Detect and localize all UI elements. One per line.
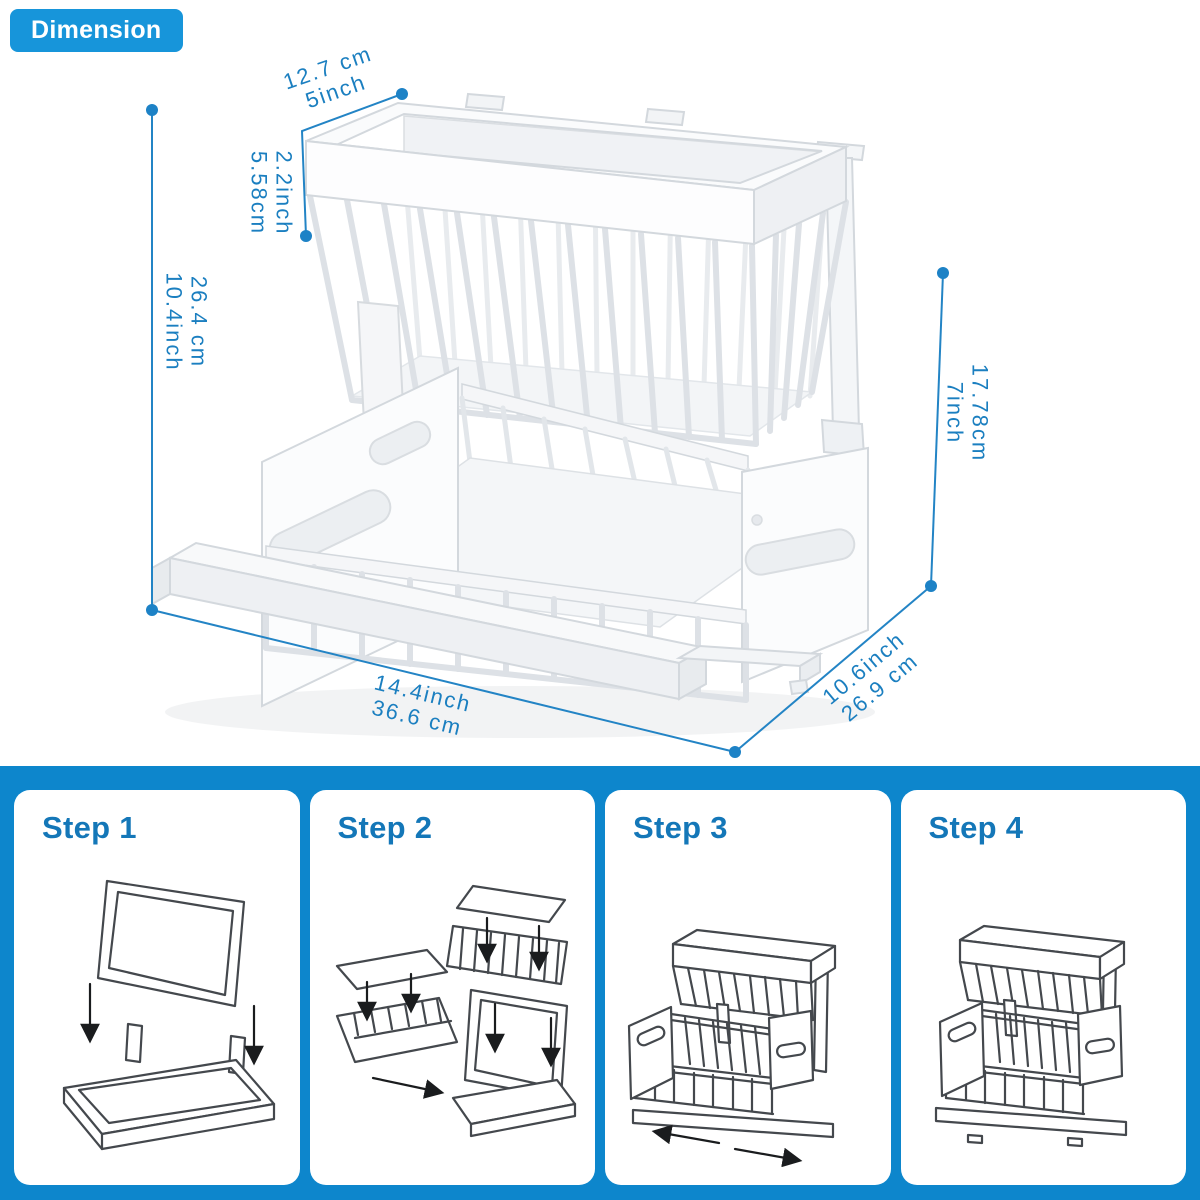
top-basket [305,101,850,447]
step-panel-3: Step 3 [605,790,891,1185]
step-title: Step 2 [337,810,433,845]
step-2-illustration [336,884,577,1137]
down-arrow-icon [357,916,562,1067]
assembly-steps-section: Step 1 S [0,766,1200,1200]
step-title: Step 3 [633,810,728,845]
step-panel-4: Step 4 [900,790,1186,1185]
step-panel-2: Step 2 [309,790,595,1185]
dim-label-right-height: 17.78cm 7inch [943,363,993,463]
dimension-badge: Dimension [10,9,183,52]
slide-arrow-icon [372,1076,445,1099]
dim-label-basket-height: 2.2inch 5.58cm [247,150,297,236]
step-title: Step 4 [928,810,1024,845]
dimension-diagram-section: Dimension [10,9,993,758]
down-arrow-icon [79,982,264,1065]
dim-label-total-height: 26.4 cm 10.4inch [162,272,212,372]
product-illustration [151,92,875,738]
step-4-illustration [935,924,1128,1147]
step-title: Step 1 [42,810,137,845]
step-panel-1: Step 1 [14,790,300,1185]
step-1-illustration [62,879,275,1150]
slide-arrow-icon [651,1124,803,1167]
basket-hooks [464,92,686,127]
drawer-right-panel [741,446,869,684]
step-3-illustration [627,928,836,1167]
